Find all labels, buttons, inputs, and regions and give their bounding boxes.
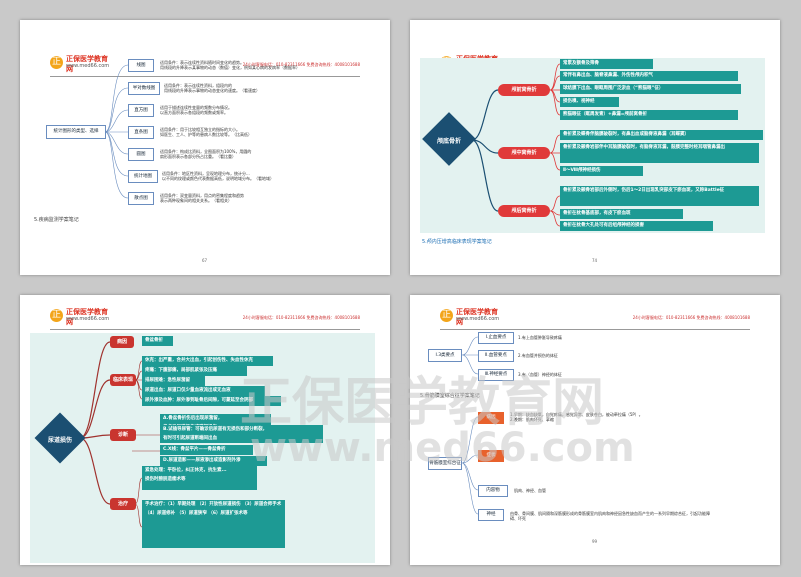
page-4: 正 正保医学教育网 www.med66.com 24小时客服电话：010-823… (410, 295, 780, 565)
page-number: 74 (592, 258, 598, 263)
mindmap-root: 统计图形的类型、选择 (46, 125, 106, 139)
mindmap-root: 尿道损伤 (47, 437, 72, 444)
watermark-url: www.med66.com (250, 425, 635, 471)
branch-clinical: 临床表现 (110, 374, 136, 386)
watermark-text: 正保医学教育网 (240, 373, 605, 433)
branch-bar: 直条图 (128, 126, 154, 139)
hotline: 24小时客服电话：010-82311666 免费咨询热线：4008101688 (242, 62, 360, 67)
page-caption: 5.颅内压增高临床表现学案笔记 (422, 239, 492, 245)
page-header: 正 正保医学教育网 www.med66.com 24小时客服电话：010-823… (50, 308, 360, 330)
page-number: 67 (202, 258, 208, 263)
mindmap-root: 颅底骨折 (436, 138, 461, 145)
branch-treatment: 治疗 (110, 498, 136, 510)
hotline: 24小时客服电话：010-82311666 免费咨询热线：4008101688 (632, 315, 750, 320)
page-caption: 5.骨筋膜室综合征学案笔记 (420, 393, 480, 399)
section-compartment: 骨筋膜室综合征 (428, 457, 462, 470)
page-header: 正 正保医学教育网 www.med66.com 24小时客服电话：010-823… (440, 308, 750, 330)
page-number: 99 (592, 539, 598, 544)
logo-icon: 正 (50, 56, 63, 69)
mindmap-lines (104, 64, 129, 199)
mindmap-lines (79, 341, 160, 528)
hotline: 24小时客服电话：010-82311666 免费咨询热线：4008101688 (242, 315, 360, 320)
branch-posterior: 颅后窝骨折 (498, 205, 550, 217)
logo: 正 正保医学教育网 www.med66.com (440, 308, 500, 326)
section-three-points: Ⅰ.3类要点 (428, 349, 462, 362)
branch-middle: 颅中窝骨折 (498, 147, 550, 159)
branch-pie: 圆图 (128, 148, 154, 161)
page-3: 正 正保医学教育网 www.med66.com 24小时客服电话：010-823… (20, 295, 390, 565)
logo-icon: 正 (440, 309, 453, 322)
branch-line-chart: 线图 (128, 59, 154, 72)
mindmap-lines (471, 63, 561, 227)
logo-icon: 正 (50, 309, 63, 322)
branch-cause: 病因 (110, 336, 134, 348)
page-1: 正 正保医学教育网 www.med66.com 24小时客服电话：010-823… (20, 20, 390, 275)
branch-anterior: 颅前窝骨折 (498, 84, 550, 96)
branch-semilog: 半对数线图 (128, 82, 160, 95)
logo: 正 正保医学教育网 www.med66.com (50, 308, 110, 326)
branch-map: 统计地图 (128, 170, 158, 183)
branch-diagnosis: 诊断 (110, 429, 136, 441)
page-caption: 5.疾病监测学案笔记 (34, 217, 79, 223)
branch-scatter: 散点图 (128, 192, 154, 205)
page-2: 正 正保医学教育网 www.med66.com 24小时客服电话：010-823… (410, 20, 780, 275)
mindmap-lines (461, 336, 479, 515)
logo: 正 正保医学教育网 www.med66.com (50, 55, 110, 73)
branch-histogram: 直方图 (128, 104, 154, 117)
page-header: 正 正保医学教育网 www.med66.com 24小时客服电话：010-823… (50, 55, 360, 77)
